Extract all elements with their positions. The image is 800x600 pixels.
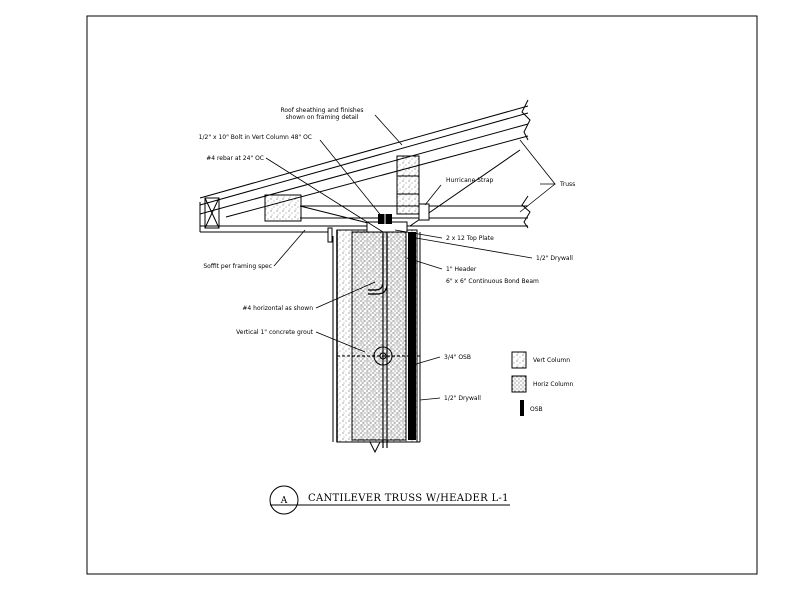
vertical-column-label: Vertical 1" concrete grout xyxy=(236,329,314,336)
legend: Vert Column Horiz Column OSB xyxy=(511,351,574,416)
rebar-top-label: #4 rebar at 24" OC xyxy=(206,155,264,162)
legend-label-osb: OSB xyxy=(530,406,543,413)
osb-layer xyxy=(408,232,416,440)
drywall-top-label: 1/2" Drywall xyxy=(536,255,573,262)
legend-swatch-vert-column xyxy=(511,351,527,369)
detail-title-block: A CANTILEVER TRUSS W/HEADER L-1 xyxy=(269,485,510,515)
detail-mark-circle xyxy=(269,485,299,515)
soffit-post xyxy=(327,227,333,243)
hurricane-strap-shape xyxy=(418,203,430,221)
bolt-label: 1/2" x 10" Bolt in Vert Column 48" OC xyxy=(199,134,312,141)
legend-label-horiz-column: Horiz Column xyxy=(533,381,574,388)
truss-label: Truss xyxy=(559,181,575,188)
roof-sheathing-label-1: Roof sheathing and finishes xyxy=(280,107,363,114)
sheet-border xyxy=(86,15,758,575)
legend-swatch-horiz-column xyxy=(511,375,527,393)
drywall-bottom-label: 1/2" Drywall xyxy=(444,395,481,402)
leader-lines xyxy=(265,114,556,401)
header-label-1: 1" Header xyxy=(446,266,477,273)
wall-assembly xyxy=(332,214,421,454)
detail-mark: A xyxy=(280,496,288,506)
truss-block-vertical xyxy=(396,155,420,215)
roof-assembly xyxy=(199,99,531,233)
soffit-label: Soffit per framing spec xyxy=(203,263,272,270)
rebar-horizontal-label: #4 horizontal as shown xyxy=(242,305,313,312)
header-label-2: 6" x 6" Continuous Bond Beam xyxy=(446,278,539,285)
legend-swatch-osb xyxy=(520,400,524,416)
hurricane-strap-label: Hurricane Strap xyxy=(446,177,493,184)
drawing-title: CANTILEVER TRUSS W/HEADER L-1 xyxy=(308,493,509,504)
roof-sheathing-label-2: shown on framing detail xyxy=(286,114,359,121)
legend-label-vert-column: Vert Column xyxy=(533,357,570,364)
top-plate-label: 2 x 12 Top Plate xyxy=(446,235,494,242)
osb-label: 3/4" OSB xyxy=(444,354,471,361)
truss-block-left xyxy=(264,194,302,222)
